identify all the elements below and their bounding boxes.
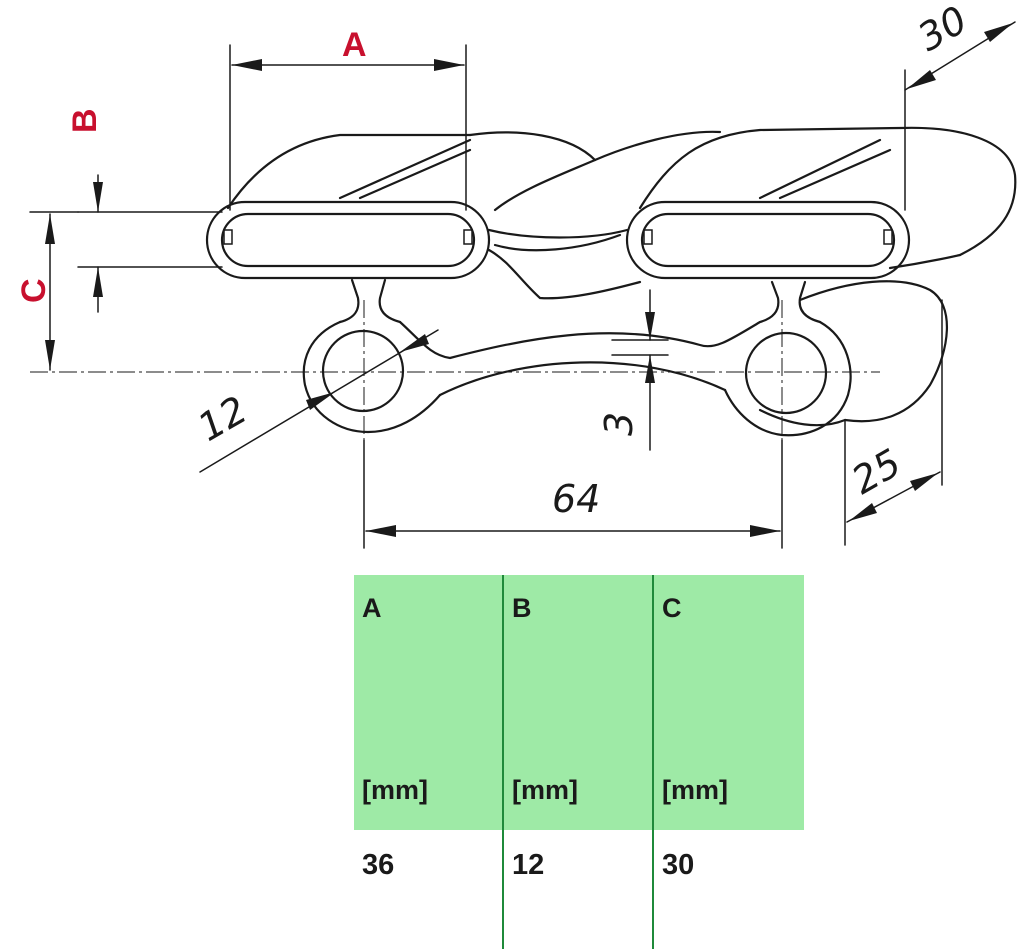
- table-divider: [652, 575, 654, 949]
- table-column-a: A [mm] 36: [354, 575, 504, 949]
- dimension-30: 30: [904, 0, 1016, 211]
- dimension-3-label: 3: [597, 412, 641, 436]
- table-header-b: B: [512, 593, 532, 623]
- table-value-a: 36: [362, 849, 395, 881]
- table-header-a: A: [362, 593, 382, 623]
- table-unit-b: [mm]: [512, 775, 578, 805]
- table-header-cell: [354, 575, 504, 830]
- table-header-cell: [504, 575, 654, 830]
- dimension-12: 12: [191, 329, 439, 473]
- dimension-c: C: [15, 211, 79, 371]
- table-column-c: C [mm] 30: [654, 575, 804, 949]
- table-header-cell: [654, 575, 804, 830]
- label-b: B: [66, 108, 104, 133]
- dimension-30-label: 30: [911, 0, 975, 60]
- dimension-12-label: 12: [191, 388, 255, 450]
- table-header-c: C: [662, 593, 682, 623]
- label-c: C: [15, 278, 53, 303]
- technical-drawing: A B C 30 12 3: [15, 0, 1017, 549]
- dimension-b: B: [66, 108, 223, 313]
- table-unit-a: [mm]: [362, 775, 428, 805]
- profile-front: [205, 200, 911, 437]
- table-value-b: 12: [512, 849, 545, 881]
- center-lines: [30, 300, 880, 440]
- table-column-b: B [mm] 12: [504, 575, 654, 949]
- table-unit-c: [mm]: [662, 775, 728, 805]
- dimension-3: 3: [597, 289, 669, 451]
- dimension-a: A: [229, 26, 467, 211]
- table-divider: [502, 575, 504, 949]
- profile-depth-lines: [226, 126, 1017, 427]
- dimension-64-label: 64: [552, 477, 600, 521]
- table-value-c: 30: [662, 849, 695, 881]
- label-a: A: [342, 26, 367, 64]
- dimension-table: A [mm] 36 B [mm] 12 C [mm] 30: [354, 575, 804, 949]
- dimension-64: 64: [363, 439, 783, 549]
- dimension-25: 25: [844, 299, 943, 546]
